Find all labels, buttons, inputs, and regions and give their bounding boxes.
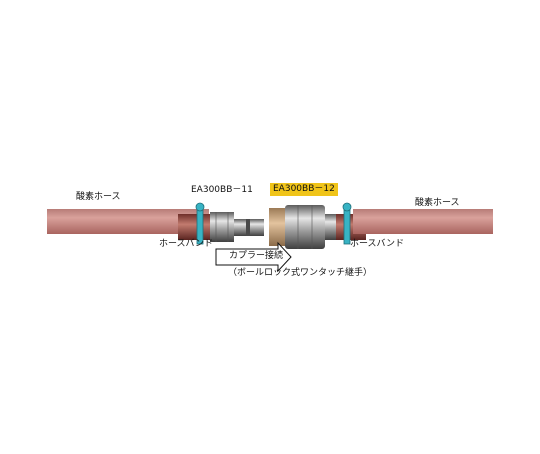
lock-type-label: （ボールロック式ワンタッチ継手）: [228, 268, 373, 278]
plug-model-label: EA300BB－11: [191, 185, 253, 195]
left-band-label: ホースバンド: [159, 239, 214, 249]
left-hose-barb: [178, 214, 210, 240]
socket-sleeve: [269, 208, 285, 246]
coupler-arrow: [215, 241, 292, 273]
coupler-connection-label: カプラー接続: [229, 251, 284, 261]
left-hose-band-screw: [195, 202, 205, 212]
right-band-label: ホースバンド: [350, 239, 405, 249]
right-hose-label: 酸素ホース: [415, 198, 460, 208]
right-hose-band-screw: [342, 202, 352, 212]
right-hose: [353, 209, 493, 234]
socket-body: [285, 205, 325, 249]
plug-hex: [210, 212, 234, 242]
socket-model-label: EA300BB－12: [270, 183, 338, 196]
left-hose-label: 酸素ホース: [76, 192, 121, 202]
